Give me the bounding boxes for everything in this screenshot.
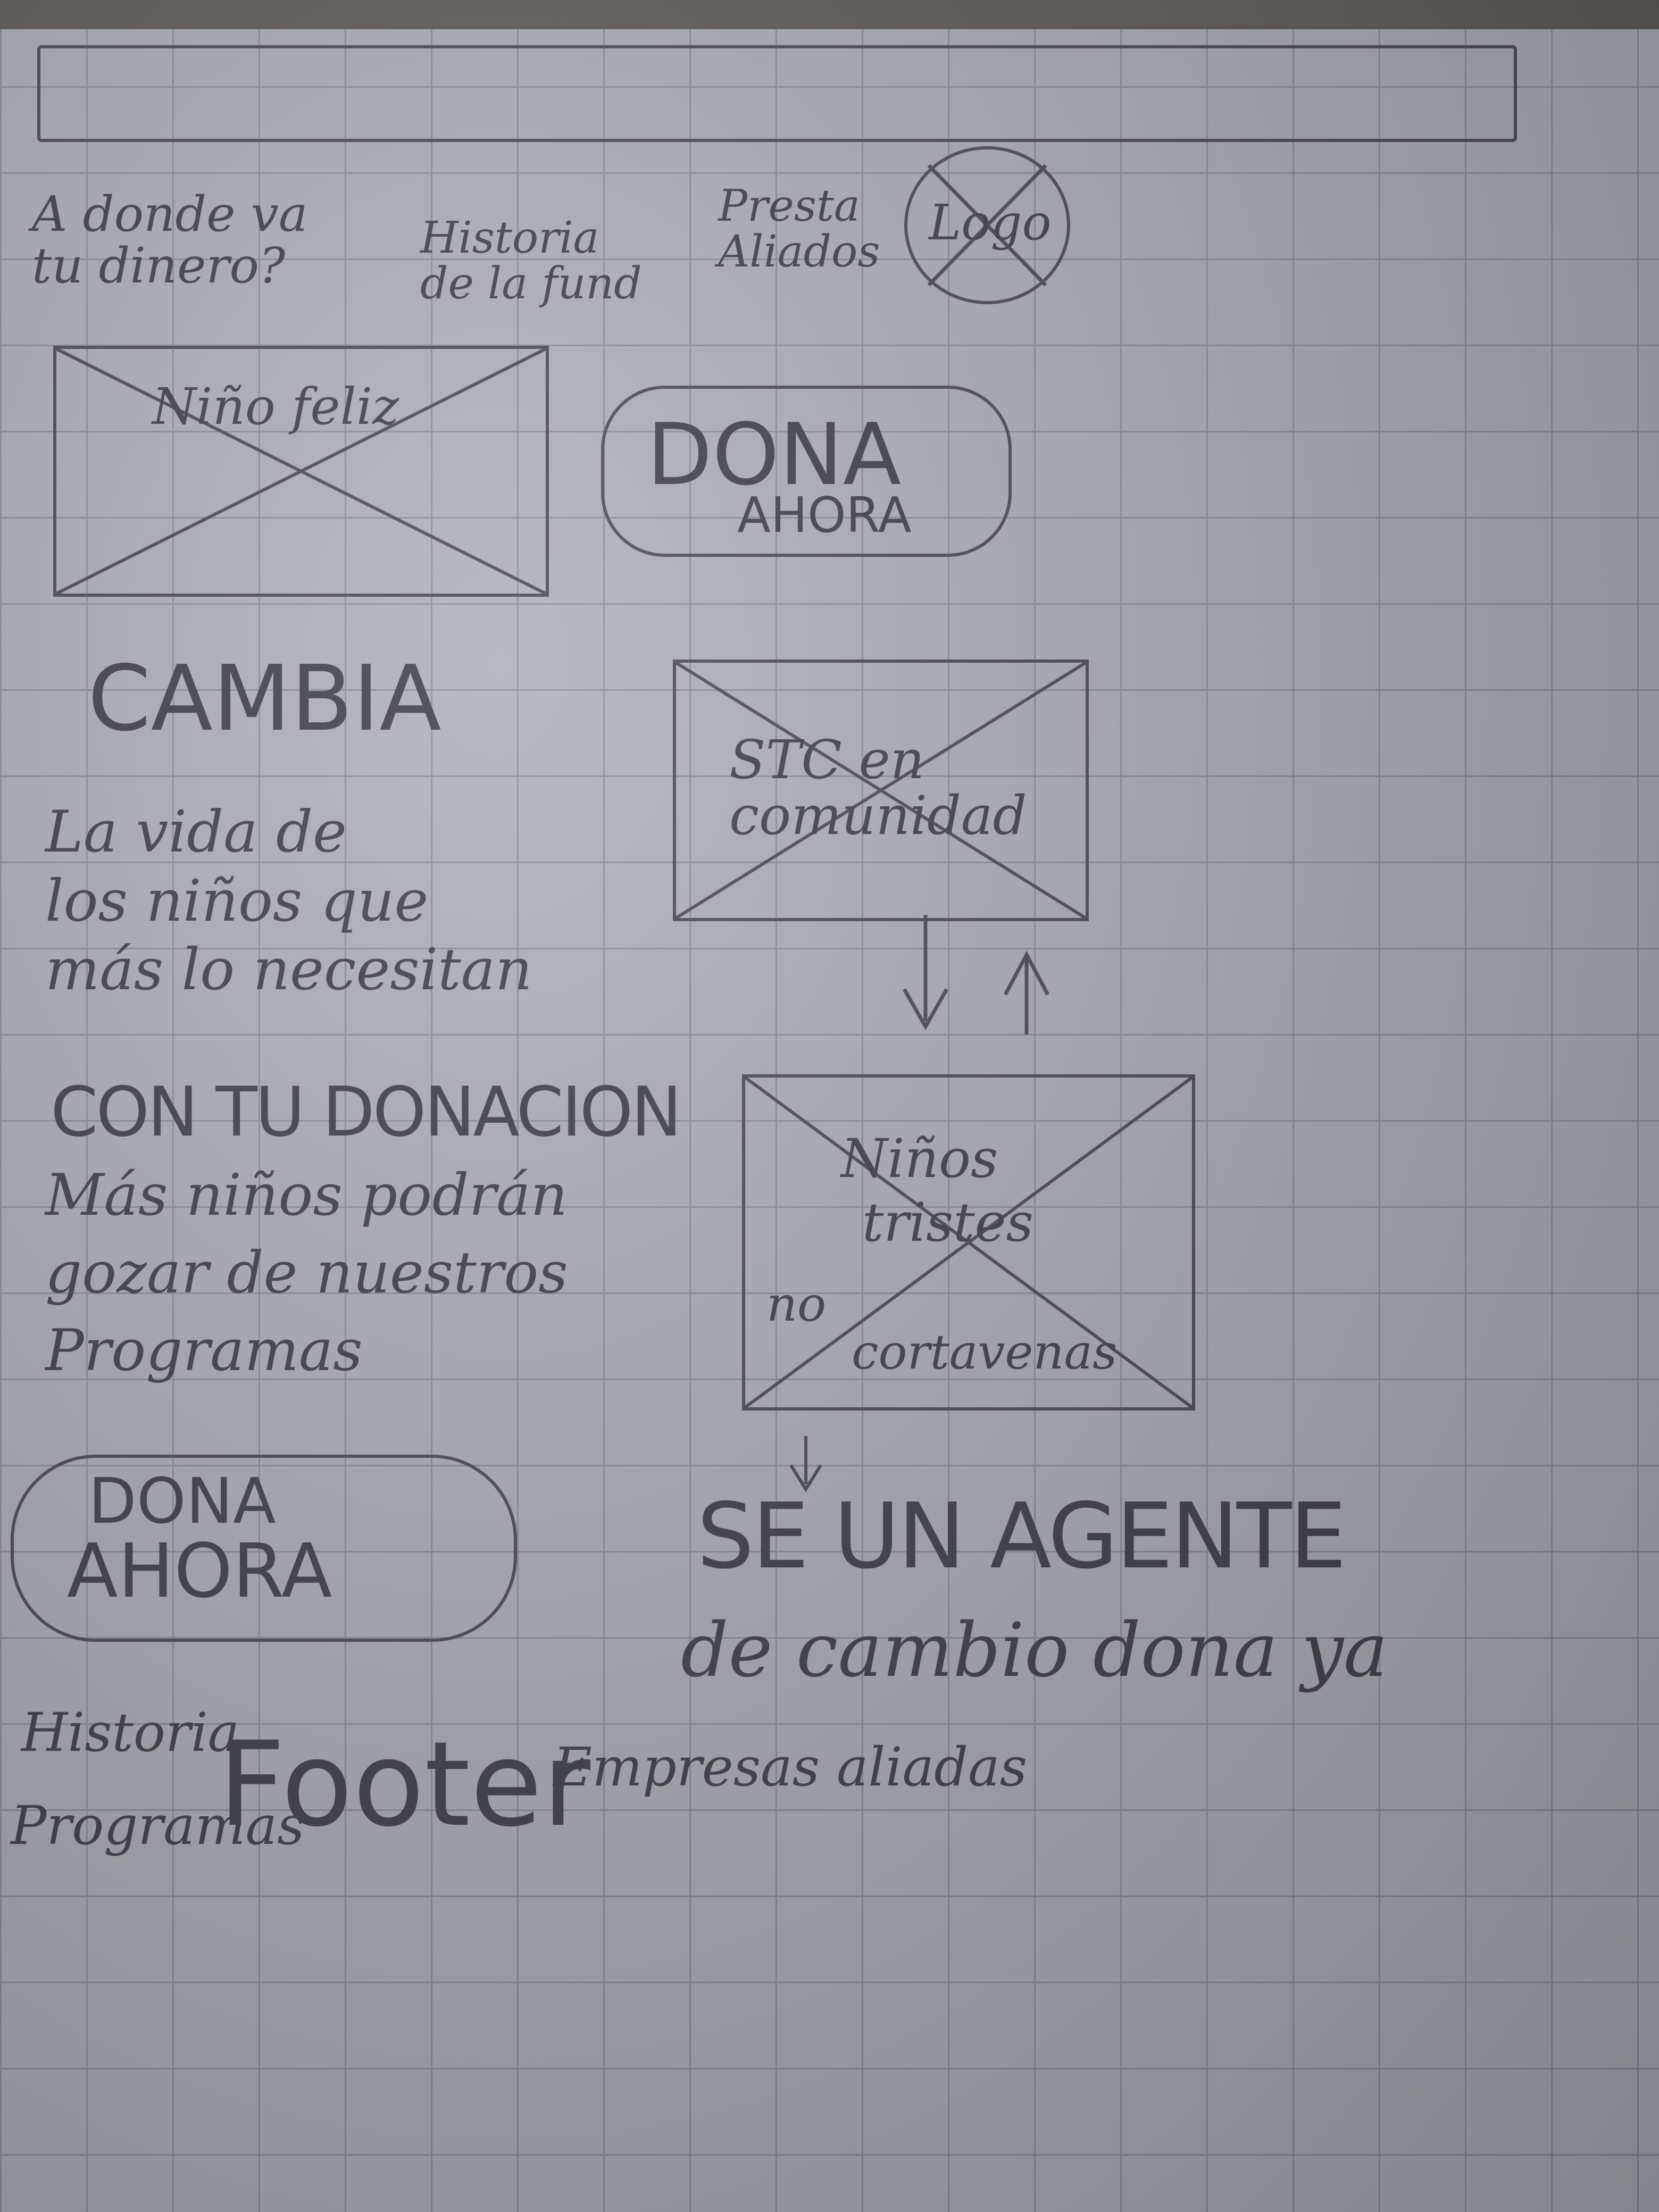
nav-item-where-money[interactable]: A donde va tu dinero? xyxy=(32,186,308,294)
donate-now-bottom-line2: AHORA xyxy=(67,1528,332,1615)
logo-cross-icon xyxy=(927,164,1047,287)
donate-now-top-line2: AHORA xyxy=(737,487,912,544)
donate-now-bottom-line1: DONA xyxy=(88,1464,276,1538)
sad-children-label-line2: tristes xyxy=(862,1191,1033,1254)
footer-link-history[interactable]: Historia xyxy=(21,1701,240,1764)
community-image-placeholder: STC en comunidad xyxy=(673,660,1089,921)
donate-now-button-bottom[interactable]: DONA AHORA xyxy=(11,1455,517,1642)
arrow-up-icon xyxy=(1003,950,1050,1034)
community-image-label: STC en comunidad xyxy=(729,729,1027,847)
donation-title: CON TU DONACION xyxy=(51,1073,682,1152)
footer-link-allied-companies[interactable]: Empresas aliadas xyxy=(553,1736,1028,1798)
cambia-body: La vida de los niños que más lo necesita… xyxy=(45,799,532,1004)
donation-body: Más niños podrán gozar de nuestros Progr… xyxy=(45,1162,568,1384)
image-placeholder-cross-icon xyxy=(675,661,1087,920)
cambia-title: CAMBIA xyxy=(88,646,441,752)
arrow-down-small-icon xyxy=(789,1436,822,1492)
footer-label: Footer xyxy=(218,1716,590,1852)
logo[interactable]: Logo xyxy=(904,146,1070,304)
sad-children-label-line3: no xyxy=(766,1276,827,1332)
arrow-down-icon xyxy=(902,915,949,1031)
donate-now-button-top[interactable]: DONA AHORA xyxy=(601,386,1012,557)
footer-link-programs[interactable]: Programas xyxy=(11,1794,305,1857)
nav-item-history[interactable]: Historia de la fund xyxy=(420,213,642,310)
sad-children-label-line4: cortavenas xyxy=(852,1324,1118,1380)
agent-title: SE UN AGENTE xyxy=(697,1484,1347,1589)
hero-image-label: Niño feliz xyxy=(152,378,399,436)
donate-now-top-line1: DONA xyxy=(647,405,902,504)
sad-children-label-line1: Niños xyxy=(841,1128,998,1190)
nav-item-allies[interactable]: Presta Aliados xyxy=(718,181,880,278)
header-bar xyxy=(37,45,1517,142)
hero-image-placeholder: Niño feliz xyxy=(53,346,549,597)
image-placeholder-cross-icon xyxy=(744,1076,1193,1409)
agent-subtitle: de cambio dona ya xyxy=(681,1607,1388,1694)
sad-children-image-placeholder: Niños tristes no cortavenas xyxy=(742,1074,1195,1410)
background-edge xyxy=(0,0,1659,29)
logo-label: Logo xyxy=(929,194,1052,251)
image-placeholder-cross-icon xyxy=(55,347,547,595)
